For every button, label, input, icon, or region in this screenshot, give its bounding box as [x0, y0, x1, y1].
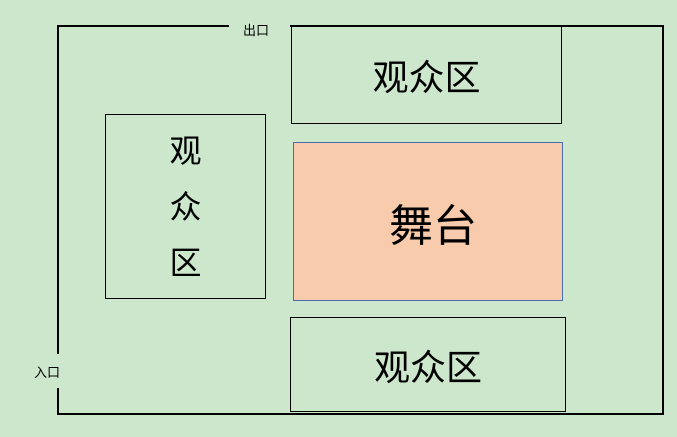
- stage-area: 舞台: [293, 142, 563, 301]
- wall-top-right: [290, 25, 664, 27]
- left-audience-char: 众: [169, 187, 202, 226]
- left-audience-char: 区: [169, 243, 202, 282]
- bottom-audience-label: 观众区: [373, 347, 482, 389]
- wall-left-upper: [57, 25, 59, 354]
- bottom-audience-area: 观众区: [290, 317, 566, 412]
- wall-right: [662, 25, 664, 415]
- stage-label: 舞台: [389, 200, 477, 252]
- entrance-label: 入口: [34, 362, 61, 381]
- wall-left-lower: [57, 388, 59, 415]
- left-audience-area: 观 众 区: [105, 114, 266, 299]
- left-audience-char: 观: [169, 131, 202, 170]
- exit-label: 出口: [243, 20, 270, 39]
- top-audience-label: 观众区: [372, 58, 481, 99]
- wall-bottom: [57, 413, 664, 415]
- top-audience-area: 观众区: [291, 26, 562, 124]
- wall-top-left: [57, 25, 229, 27]
